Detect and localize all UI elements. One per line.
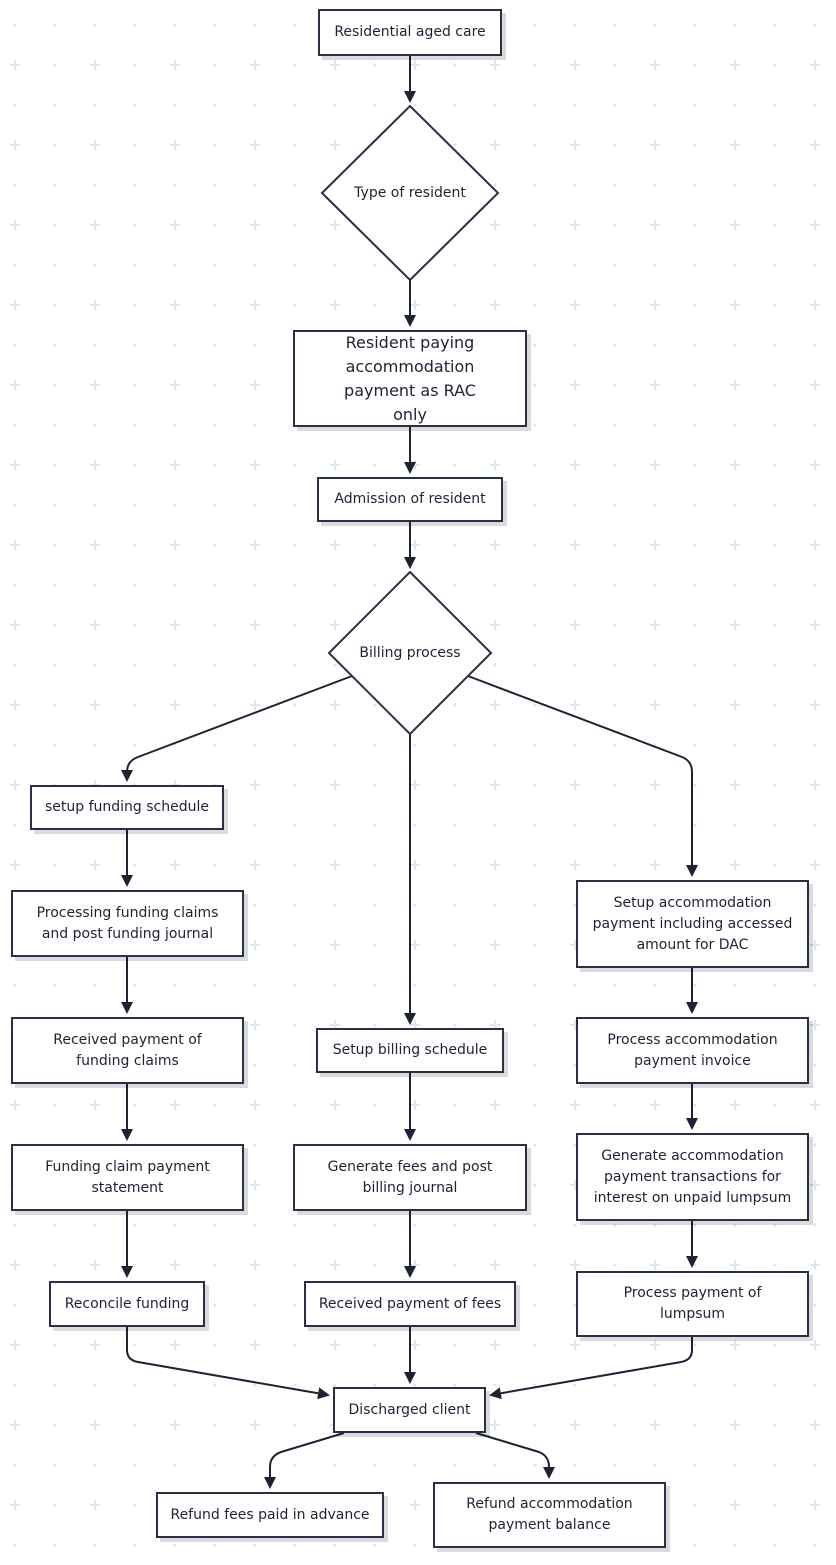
edge-reconcile-to-discharged bbox=[126, 1327, 330, 1400]
node-refund-fees-paid-in-advance: Refund fees paid in advance bbox=[156, 1492, 384, 1538]
edge-discharged-to-refund-fees bbox=[264, 1432, 345, 1489]
decision-billing-process-shape bbox=[327, 570, 493, 736]
node-refund-accommodation-payment-balance: Refund accommodation payment balance bbox=[433, 1482, 666, 1548]
node-resident-paying-rac: Resident paying accommodation payment as… bbox=[293, 330, 527, 427]
decision-type-of-resident-shape bbox=[320, 104, 500, 282]
node-process-payment-of-lumpsum: Process payment of lumpsum bbox=[576, 1271, 809, 1337]
node-reconcile-funding: Reconcile funding bbox=[49, 1281, 205, 1327]
decision-type-of-resident: Type of resident bbox=[354, 185, 466, 201]
edge-billing-to-accommodation bbox=[467, 675, 698, 877]
decision-billing-process: Billing process bbox=[359, 645, 461, 661]
edge-billing-to-funding bbox=[121, 675, 353, 782]
node-funding-claim-payment-statement: Funding claim payment statement bbox=[11, 1144, 244, 1211]
node-generate-accommodation-transactions: Generate accommodation payment transacti… bbox=[576, 1133, 809, 1221]
node-setup-funding-schedule: setup funding schedule bbox=[30, 785, 224, 830]
node-setup-billing-schedule: Setup billing schedule bbox=[316, 1028, 504, 1073]
node-process-accommodation-invoice: Process accommodation payment invoice bbox=[576, 1017, 809, 1084]
node-processing-funding-claims: Processing funding claims and post fundi… bbox=[11, 890, 244, 957]
node-admission-of-resident: Admission of resident bbox=[317, 477, 503, 522]
node-received-payment-of-fees: Received payment of fees bbox=[304, 1281, 516, 1327]
node-received-payment-funding-claims: Received payment of funding claims bbox=[11, 1017, 244, 1084]
node-residential-aged-care: Residential aged care bbox=[318, 9, 502, 56]
edge-discharged-to-refund-accommodation bbox=[475, 1432, 555, 1479]
node-generate-fees: Generate fees and post billing journal bbox=[293, 1144, 527, 1211]
node-discharged-client: Discharged client bbox=[333, 1387, 486, 1433]
node-setup-accommodation-payment: Setup accommodation payment including ac… bbox=[576, 880, 809, 968]
edge-lumpsum-to-discharged bbox=[489, 1337, 693, 1400]
